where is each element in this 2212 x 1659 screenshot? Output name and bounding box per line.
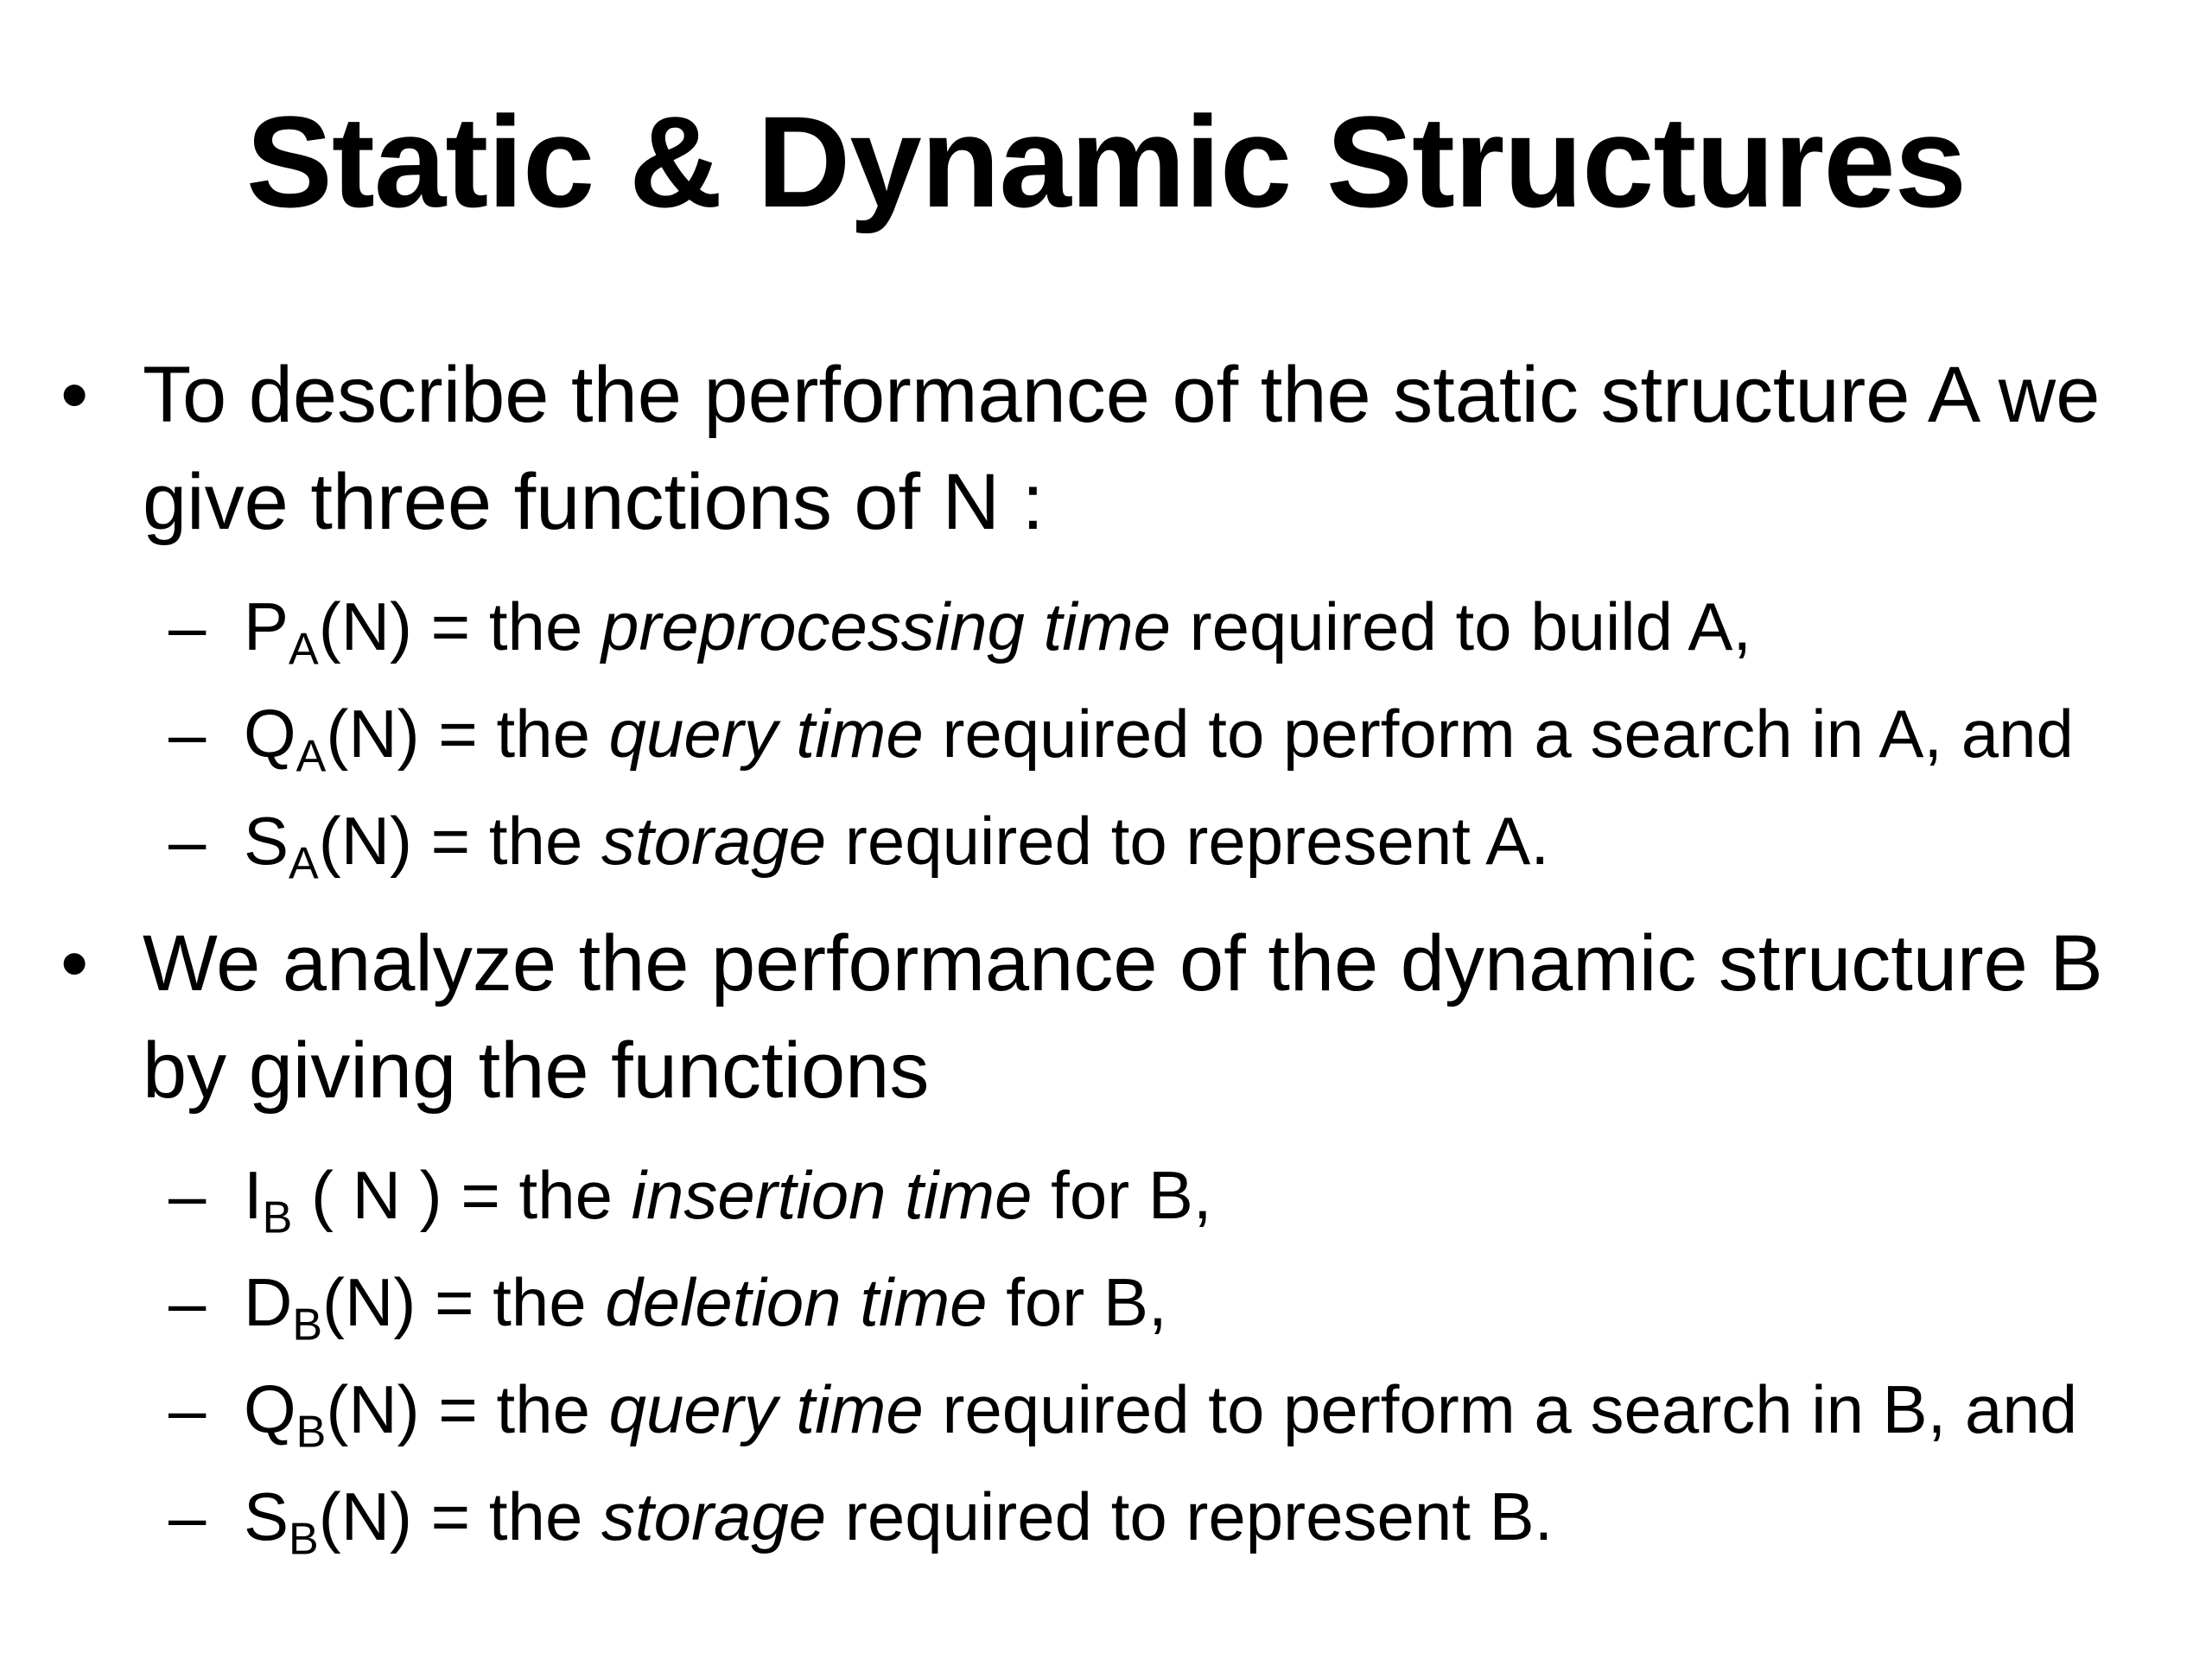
func-term: query time [608,1371,924,1447]
func-name: S [244,1478,289,1554]
func-desc: required to build A, [1170,588,1752,664]
func-desc: for B, [987,1264,1167,1340]
bullet-text: To describe the performance of the stati… [143,351,2101,546]
sub-item-insertion: –IB ( N ) = the insertion time for B, [143,1141,2130,1249]
func-term: storage [601,803,827,879]
func-desc: required to perform a search in A, and [923,696,2074,772]
func-term: query time [608,696,924,772]
sub-list-static: –PA(N) = the preprocessing time required… [143,573,2130,894]
slide-title: Static & Dynamic Structures [245,89,1967,234]
sub-item-storage-a: –SA(N) = the storage required to represe… [143,787,2130,894]
func-term: insertion time [631,1157,1033,1233]
func-args: (N) = the [322,1264,606,1340]
func-desc: required to represent A. [826,803,1549,879]
func-name: Q [244,1371,296,1447]
dash-icon: – [168,588,207,664]
func-args: ( N ) = the [292,1157,632,1233]
func-subscript: B [262,1192,293,1243]
func-args: (N) = the [326,1371,609,1447]
func-args: (N) = the [318,803,601,879]
func-desc: for B, [1032,1157,1212,1233]
dash-icon: – [168,1157,207,1233]
bullet-list: • To describe the performance of the sta… [60,341,2130,1586]
dash-icon: – [168,696,207,772]
func-term: storage [601,1478,827,1554]
func-desc: required to represent B. [826,1478,1554,1554]
func-subscript: B [289,1514,319,1565]
dash-icon: – [168,1371,207,1447]
func-name: I [244,1157,263,1233]
dash-icon: – [168,1264,207,1340]
func-name: D [244,1264,293,1340]
func-args: (N) = the [318,588,601,664]
func-term: deletion time [605,1264,988,1340]
func-term: preprocessing time [601,588,1171,664]
sub-item-deletion: –DB(N) = the deletion time for B, [143,1249,2130,1356]
sub-item-query-b: –QB(N) = the query time required to perf… [143,1356,2130,1463]
bullet-dot-icon: • [60,351,89,439]
func-desc: required to perform a search in B, and [923,1371,2078,1447]
func-subscript: B [292,1300,323,1351]
dash-icon: – [168,803,207,879]
func-name: S [244,803,289,879]
bullet-dynamic: • We analyze the performance of the dyna… [60,910,2130,1124]
bullet-static: • To describe the performance of the sta… [60,341,2130,556]
dash-icon: – [168,1478,207,1554]
func-args: (N) = the [326,696,609,772]
sub-item-storage-b: –SB(N) = the storage required to represe… [143,1463,2130,1570]
bullet-text: We analyze the performance of the dynami… [143,919,2103,1115]
func-subscript: A [289,838,319,889]
sub-item-query-a: –QA(N) = the query time required to perf… [143,680,2130,787]
func-args: (N) = the [318,1478,601,1554]
func-subscript: A [296,731,327,782]
func-name: P [244,588,289,664]
func-name: Q [244,696,296,772]
sub-list-dynamic: –IB ( N ) = the insertion time for B, –D… [143,1141,2130,1570]
bullet-dot-icon: • [60,919,89,1007]
sub-item-preprocessing: –PA(N) = the preprocessing time required… [143,573,2130,680]
func-subscript: A [289,624,319,675]
func-subscript: B [296,1407,327,1458]
